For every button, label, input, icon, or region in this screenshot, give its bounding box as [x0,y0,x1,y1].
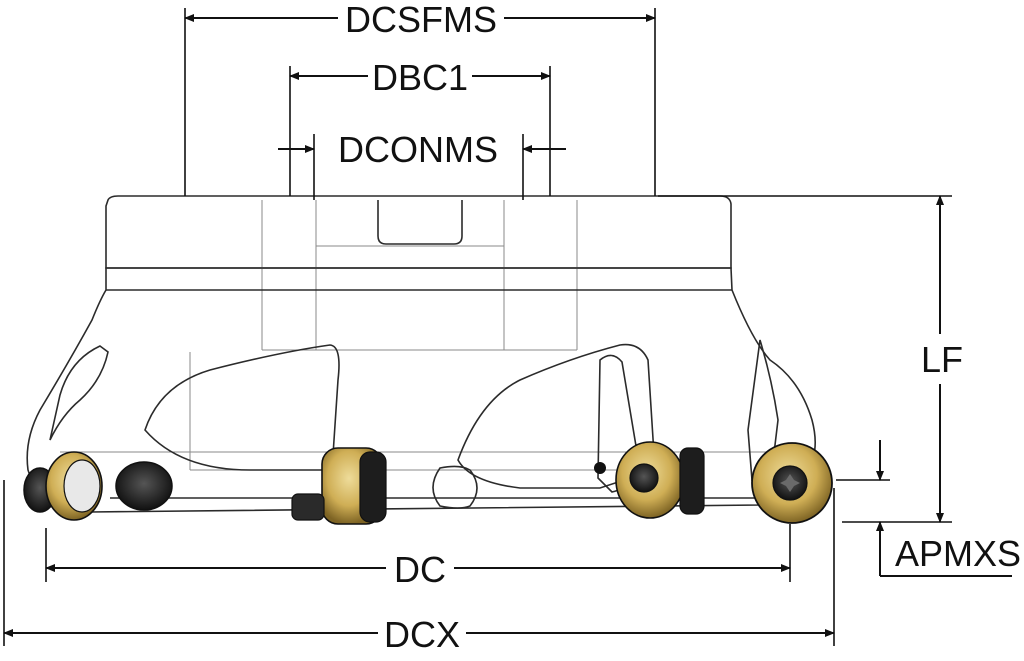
label-dc: DC [394,549,446,590]
hidden-bore-lines [261,200,578,351]
body-main [26,267,816,513]
round-insert-left-seat [63,459,101,513]
label-dcsfms: DCSFMS [345,0,497,40]
label-apmxs: APMXS [895,533,1021,574]
insert-shank-center [291,493,325,521]
insert-screw-right [629,463,659,493]
label-dcx: DCX [384,614,460,655]
dimension-labels: DCSFMS DBC1 DCONMS LF APMXS DC DCX [338,0,1021,655]
label-dbc1: DBC1 [372,57,468,98]
inserts [23,441,833,525]
dimension-lines [3,8,1012,646]
screw-hole-center-left [115,461,173,511]
chip-flute-left [49,345,109,441]
chip-flute-center-right [457,343,656,489]
torx-socket-icon [780,474,800,492]
insert-clamp-center [359,451,387,523]
pin-hole [594,462,606,474]
label-lf: LF [921,339,963,380]
round-plug-center [432,465,478,509]
body-top-cylinder [105,195,732,269]
keyway-slot [377,200,463,245]
insert-clamp-right [679,447,705,515]
label-dconms: DCONMS [338,129,498,170]
chip-flute-center-left [144,344,340,471]
